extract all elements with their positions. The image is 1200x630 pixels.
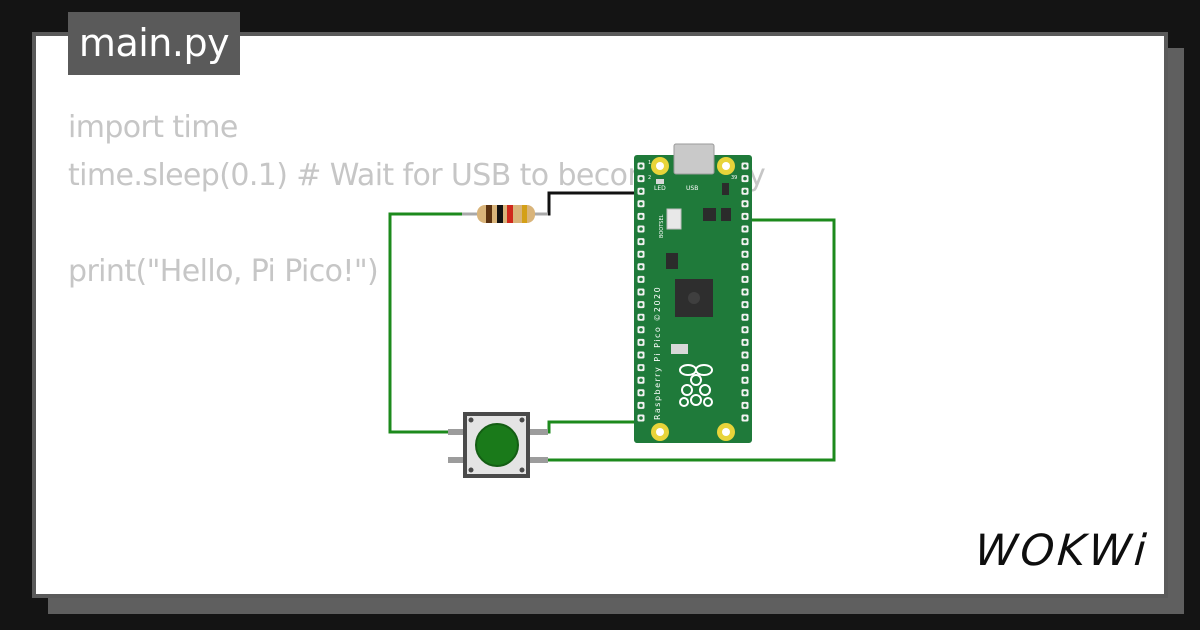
pin-hole — [743, 277, 747, 282]
code-preview: import time time.sleep(0.1) # Wait for U… — [68, 104, 766, 296]
pin-hole — [743, 328, 747, 332]
pin-hole — [639, 340, 643, 345]
pin-hole — [743, 340, 747, 345]
pin-hole — [639, 252, 643, 256]
pin-hole — [639, 277, 643, 282]
pin-hole — [639, 302, 643, 307]
resistor[interactable] — [462, 205, 548, 223]
pico-board[interactable]: LED USB 1 2 39 BOOTSEL Raspberry Pi Pico — [634, 143, 752, 443]
bootsel-label: BOOTSEL — [659, 214, 665, 238]
pin-hole — [639, 416, 643, 420]
usb-label: USB — [686, 185, 698, 192]
pin-hole — [743, 214, 747, 219]
pin-hole — [639, 265, 643, 269]
board-name: Raspberry Pi Pico ©2020 — [653, 286, 662, 420]
pin-hole — [743, 227, 747, 231]
pin-hole — [639, 189, 643, 193]
pin-hole — [743, 403, 747, 408]
wire-pico-to-button[interactable] — [546, 218, 836, 462]
pin-hole — [743, 252, 747, 256]
wire-button-to-pico-gnd[interactable] — [546, 420, 640, 434]
led-label: LED — [654, 185, 666, 192]
pin-hole — [743, 416, 747, 420]
pin-hole — [743, 164, 747, 168]
pin-hole — [639, 176, 643, 181]
code-line: print("Hello, Pi Pico!") — [68, 254, 379, 289]
pin-hole — [743, 202, 747, 206]
pin-hole — [639, 202, 643, 206]
pin-hole — [639, 403, 643, 408]
wires — [388, 191, 836, 462]
pin-label-2: 2 — [648, 175, 651, 181]
pin-hole — [743, 176, 747, 181]
pin-hole — [743, 302, 747, 307]
pin-hole — [639, 315, 643, 320]
raspberry-logo-icon — [679, 364, 713, 407]
pin-hole — [639, 391, 643, 395]
usb-connector — [673, 143, 715, 175]
pin-hole — [743, 391, 747, 395]
pin-hole — [639, 378, 643, 383]
pushbutton[interactable] — [448, 412, 548, 478]
pin-header — [637, 162, 749, 422]
led-icon — [656, 179, 664, 184]
pin-hole — [743, 365, 747, 370]
wire-resistor-to-pico[interactable] — [544, 191, 640, 216]
pin-hole — [639, 328, 643, 332]
pin-hole — [743, 353, 747, 357]
pin-hole — [743, 378, 747, 383]
pin-hole — [639, 353, 643, 357]
pin-hole — [639, 290, 643, 294]
code-line: import time — [68, 110, 238, 145]
wire-resistor-to-button[interactable] — [388, 212, 466, 434]
pin-hole — [743, 290, 747, 294]
pin-label-1: 1 — [648, 160, 651, 166]
pin-hole — [639, 214, 643, 219]
pin-hole — [639, 227, 643, 231]
pin-hole — [639, 239, 643, 244]
pin-hole — [743, 315, 747, 320]
pin-hole — [743, 239, 747, 244]
simulation-canvas — [32, 32, 1168, 598]
button-cap[interactable] — [475, 423, 519, 467]
pin-hole — [743, 189, 747, 193]
pin-hole — [639, 164, 643, 168]
pin-hole — [639, 365, 643, 370]
pin-hole — [743, 265, 747, 269]
wokwi-logo: WOKWi — [973, 526, 1151, 576]
pin-label-39: 39 — [731, 175, 737, 181]
bootsel-button[interactable] — [666, 208, 682, 230]
file-tab[interactable]: main.py — [68, 12, 240, 75]
